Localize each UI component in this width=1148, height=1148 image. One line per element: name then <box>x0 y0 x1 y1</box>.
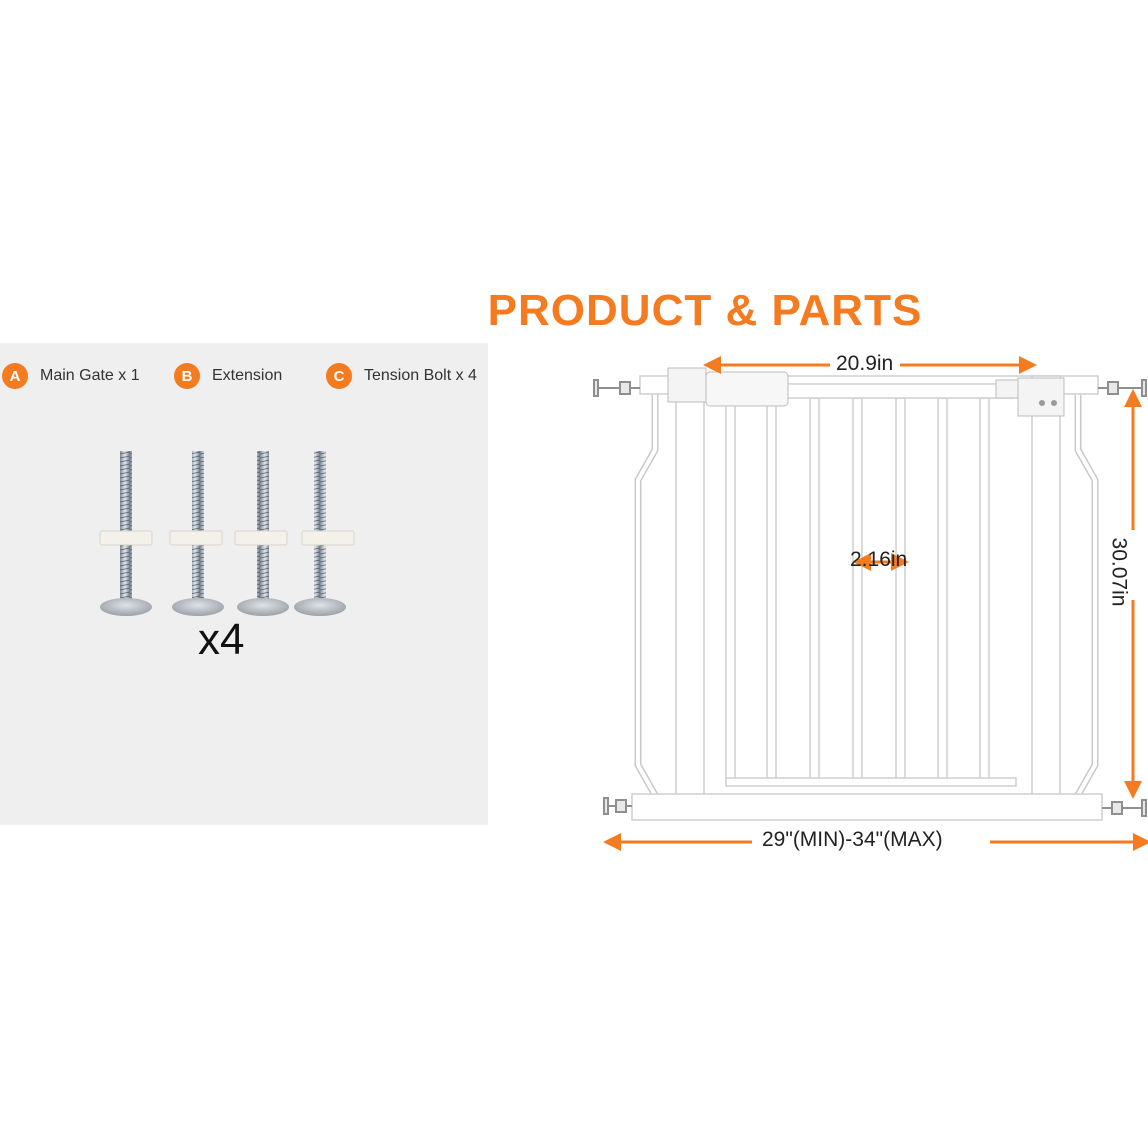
dimension-fit-range: 29"(MIN)-34"(MAX) <box>762 828 943 851</box>
part-b: B Extension <box>174 363 282 389</box>
bolt-3 <box>234 451 289 616</box>
dimension-arrows <box>603 356 1148 851</box>
dimension-bar-gap: 2.16in <box>850 548 908 571</box>
parts-panel: A Main Gate x 1 B Extension C Tension Bo… <box>0 343 488 825</box>
part-b-badge: B <box>174 363 200 389</box>
part-c-badge: C <box>326 363 352 389</box>
gate-tension-bolts <box>593 379 1147 817</box>
bolt-quantity: x4 <box>198 615 245 664</box>
part-a-label: Main Gate x 1 <box>40 367 140 384</box>
part-c: C Tension Bolt x 4 <box>326 363 477 389</box>
bolt-4 <box>294 451 355 616</box>
bolt-1 <box>99 451 153 616</box>
part-c-label: Tension Bolt x 4 <box>364 367 477 384</box>
dimension-top-width: 20.9in <box>836 352 894 375</box>
part-a: A Main Gate x 1 <box>2 363 140 389</box>
bolt-2 <box>169 451 224 616</box>
part-b-label: Extension <box>212 367 283 384</box>
gate-side-frame <box>634 392 1099 800</box>
gate-door-bars <box>707 383 1017 787</box>
dimension-height: 30.07in <box>1107 537 1131 607</box>
tension-bolts-illustration <box>99 451 355 616</box>
gate-diagram <box>593 356 1148 851</box>
section-title: PRODUCT & PARTS <box>487 286 923 335</box>
gate-latch <box>667 367 1065 417</box>
gate-frame <box>631 375 1103 821</box>
part-a-badge: A <box>2 363 28 389</box>
